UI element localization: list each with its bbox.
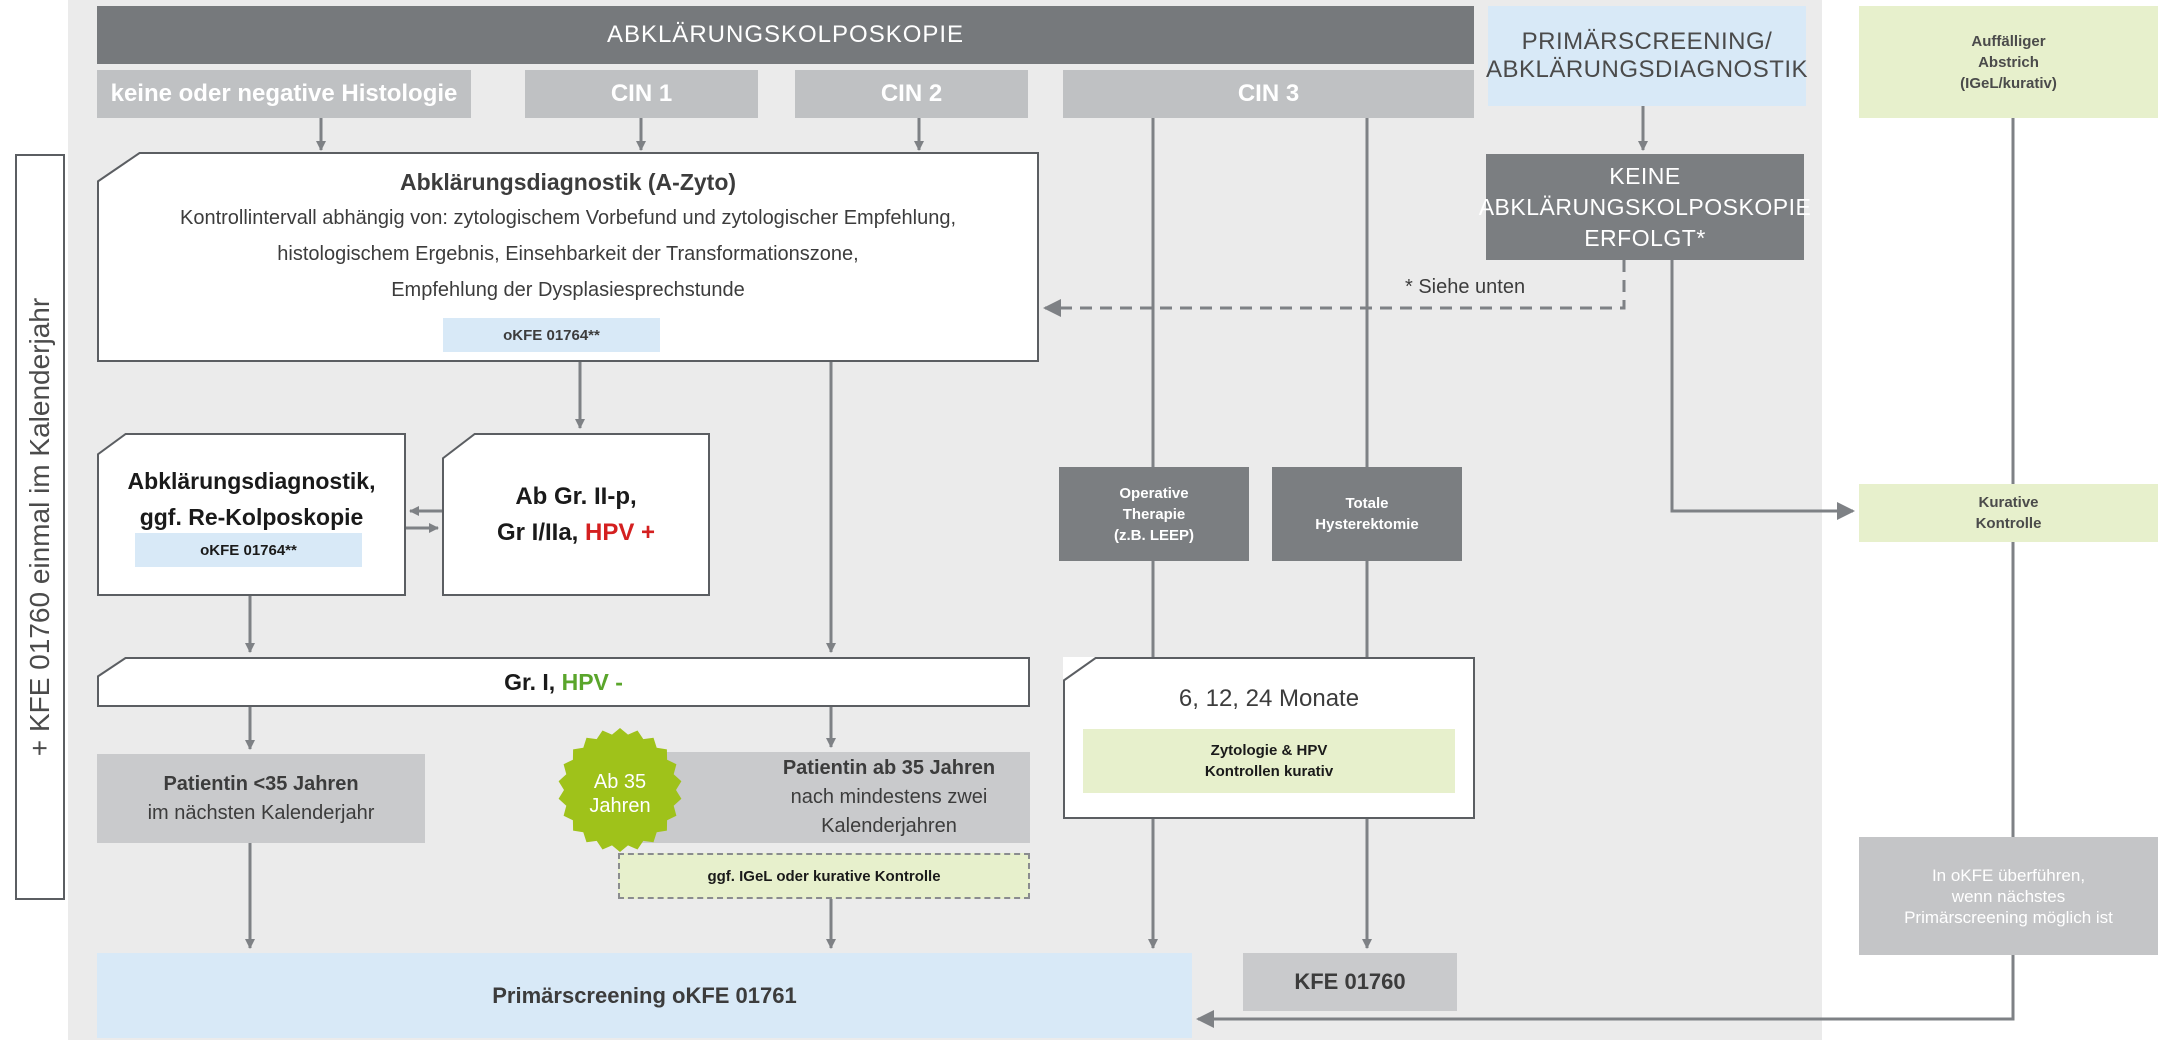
side-label-box: + KFE 01760 einmal im Kalenderjahr [15,154,65,900]
igel-kurative-kontrolle-box: ggf. IGeL oder kurative Kontrolle [618,853,1030,899]
see-below-label: * Siehe unten [1405,276,1526,298]
kurative-kontrolle-box: Kurative Kontrolle [1859,484,2158,542]
primary-line1: PRIMÄRSCREENING/ [1521,28,1773,55]
primaerscreening-okfe-box: Primärscreening oKFE 01761 [97,953,1192,1038]
gr-iip-box: Ab Gr. II-p, Gr I/IIa, HPV + [442,433,710,596]
zytologie-hpv-box: Zytologie & HPV Kontrollen kurativ [1083,729,1455,793]
hpv-positive-label: HPV + [585,518,656,546]
operative-line1: Operative [1119,484,1189,502]
patientin-ab-35-box: Patientin ab 35 Jahren nach mindestens z… [618,752,1030,843]
okfe-line2: wenn nächstes [1951,886,2066,906]
header-cin1: CIN 1 [525,70,758,118]
kurative-line1: Kurative [1978,494,2039,511]
primary-line2: ABKLÄRUNGSDIAGNOSTIK [1485,56,1809,83]
monate-title: 6, 12, 24 Monate [1178,685,1360,712]
gr-iip-line1: Ab Gr. II-p, [515,482,637,510]
gr-iip-line2-prefix: Gr I/IIa, [496,518,585,546]
header-keine-histologie: keine oder negative Histologie [97,70,471,118]
abnormal-line3: (IGeL/kurativ) [1960,74,2057,92]
no-kolpo-line3: ERFOLGT* [1584,224,1706,251]
header-cin3: CIN 3 [1063,70,1474,118]
hysterektomie-line2: Hysterektomie [1315,516,1419,533]
corner-cut-decoration [1063,657,1098,682]
a-zyto-line2: histologischem Ergebnis, Einsehbarkeit d… [277,243,859,265]
abnormal-line1: Auffälliger [1971,32,2046,50]
no-kolpo-line2: ABKLÄRUNGSKOLPOSKOPIE [1478,193,1812,220]
badge-line2: Jahren [589,795,650,817]
a-zyto-line1: Kontrollintervall abhängig von: zytologi… [179,207,957,229]
keine-abklaerungskolposkopie-box: KEINE ABKLÄRUNGSKOLPOSKOPIE ERFOLGT* [1479,154,1811,260]
under35-sub: im nächsten Kalenderjahr [147,801,375,824]
re-kolpo-line1: Abklärungsdiagnostik, [127,468,376,494]
monate-box: 6, 12, 24 Monate Zytologie & HPV Kontrol… [1063,657,1475,819]
operative-therapie-box: Operative Therapie (z.B. LEEP) [1059,467,1249,561]
header-abklaerungskolposkopie: ABKLÄRUNGSKOLPOSKOPIE [97,6,1474,64]
kfe-01760-box: KFE 01760 [1243,953,1457,1011]
kurative-line2: Kontrolle [1975,515,2042,532]
okfe-line1: In oKFE überführen, [1931,865,2086,885]
re-kolposkopie-box: Abklärungsdiagnostik, ggf. Re-Kolposkopi… [97,433,406,596]
a-zyto-title: Abklärungsdiagnostik (A-Zyto) [399,169,737,195]
a-zyto-text: Abklärungsdiagnostik (A-Zyto) Kontrollin… [99,164,1037,308]
okfe-line3: Primärscreening möglich ist [1904,907,2113,927]
under35-title: Patientin <35 Jahren [163,772,359,795]
zytologie-line2: Kontrollen kurativ [1204,763,1334,780]
re-kolpo-line2: ggf. Re-Kolposkopie [139,504,364,530]
gr-i-prefix: Gr. I, [504,668,562,695]
operative-line3: (z.B. LEEP) [1113,526,1194,544]
gr-iip-line2: Gr I/IIa, HPV + [497,515,655,551]
patientin-unter-35-box: Patientin <35 Jahren im nächsten Kalende… [97,754,425,843]
a-zyto-code: oKFE 01764** [443,318,660,352]
zytologie-line1: Zytologie & HPV [1210,742,1328,759]
in-okfe-ueberfuehren-box: In oKFE überführen, wenn nächstes Primär… [1859,837,2158,955]
re-kolpo-text: Abklärungsdiagnostik, ggf. Re-Kolposkopi… [99,463,404,535]
header-cin2: CIN 2 [795,70,1028,118]
header-auffaelliger-abstrich: Auffälliger Abstrich (IGeL/kurativ) [1859,6,2158,118]
ab-35-badge: Ab 35 Jahren [558,728,682,852]
header-primaerscreening: PRIMÄRSCREENING/ ABKLÄRUNGSDIAGNOSTIK [1485,6,1809,106]
re-kolpo-code: oKFE 01764** [135,533,362,567]
over35-title: Patientin ab 35 Jahren [782,757,996,779]
corner-cut-decoration [442,433,477,460]
corner-cut-decoration [97,657,128,678]
over35-sub2: Kalenderjahren [821,815,957,837]
gr-i-hpv-negative-bar: Gr. I, HPV - [97,657,1030,707]
over35-sub1: nach mindestens zwei [790,786,988,808]
hpv-negative-label: HPV - [561,668,623,695]
no-kolpo-line1: KEINE [1609,162,1681,189]
corner-cut-decoration [97,433,128,456]
totale-hysterektomie-box: Totale Hysterektomie [1272,467,1462,561]
corner-cut-decoration [97,152,142,183]
hysterektomie-line1: Totale [1345,495,1389,512]
side-label-text: + KFE 01760 einmal im Kalenderjahr [24,297,55,757]
operative-line2: Therapie [1122,505,1186,523]
badge-line1: Ab 35 [594,771,646,793]
abnormal-line2: Abstrich [1978,53,2039,71]
a-zyto-line3: Empfehlung der Dysplasiesprechstunde [391,279,745,301]
a-zyto-box: Abklärungsdiagnostik (A-Zyto) Kontrollin… [97,152,1039,362]
